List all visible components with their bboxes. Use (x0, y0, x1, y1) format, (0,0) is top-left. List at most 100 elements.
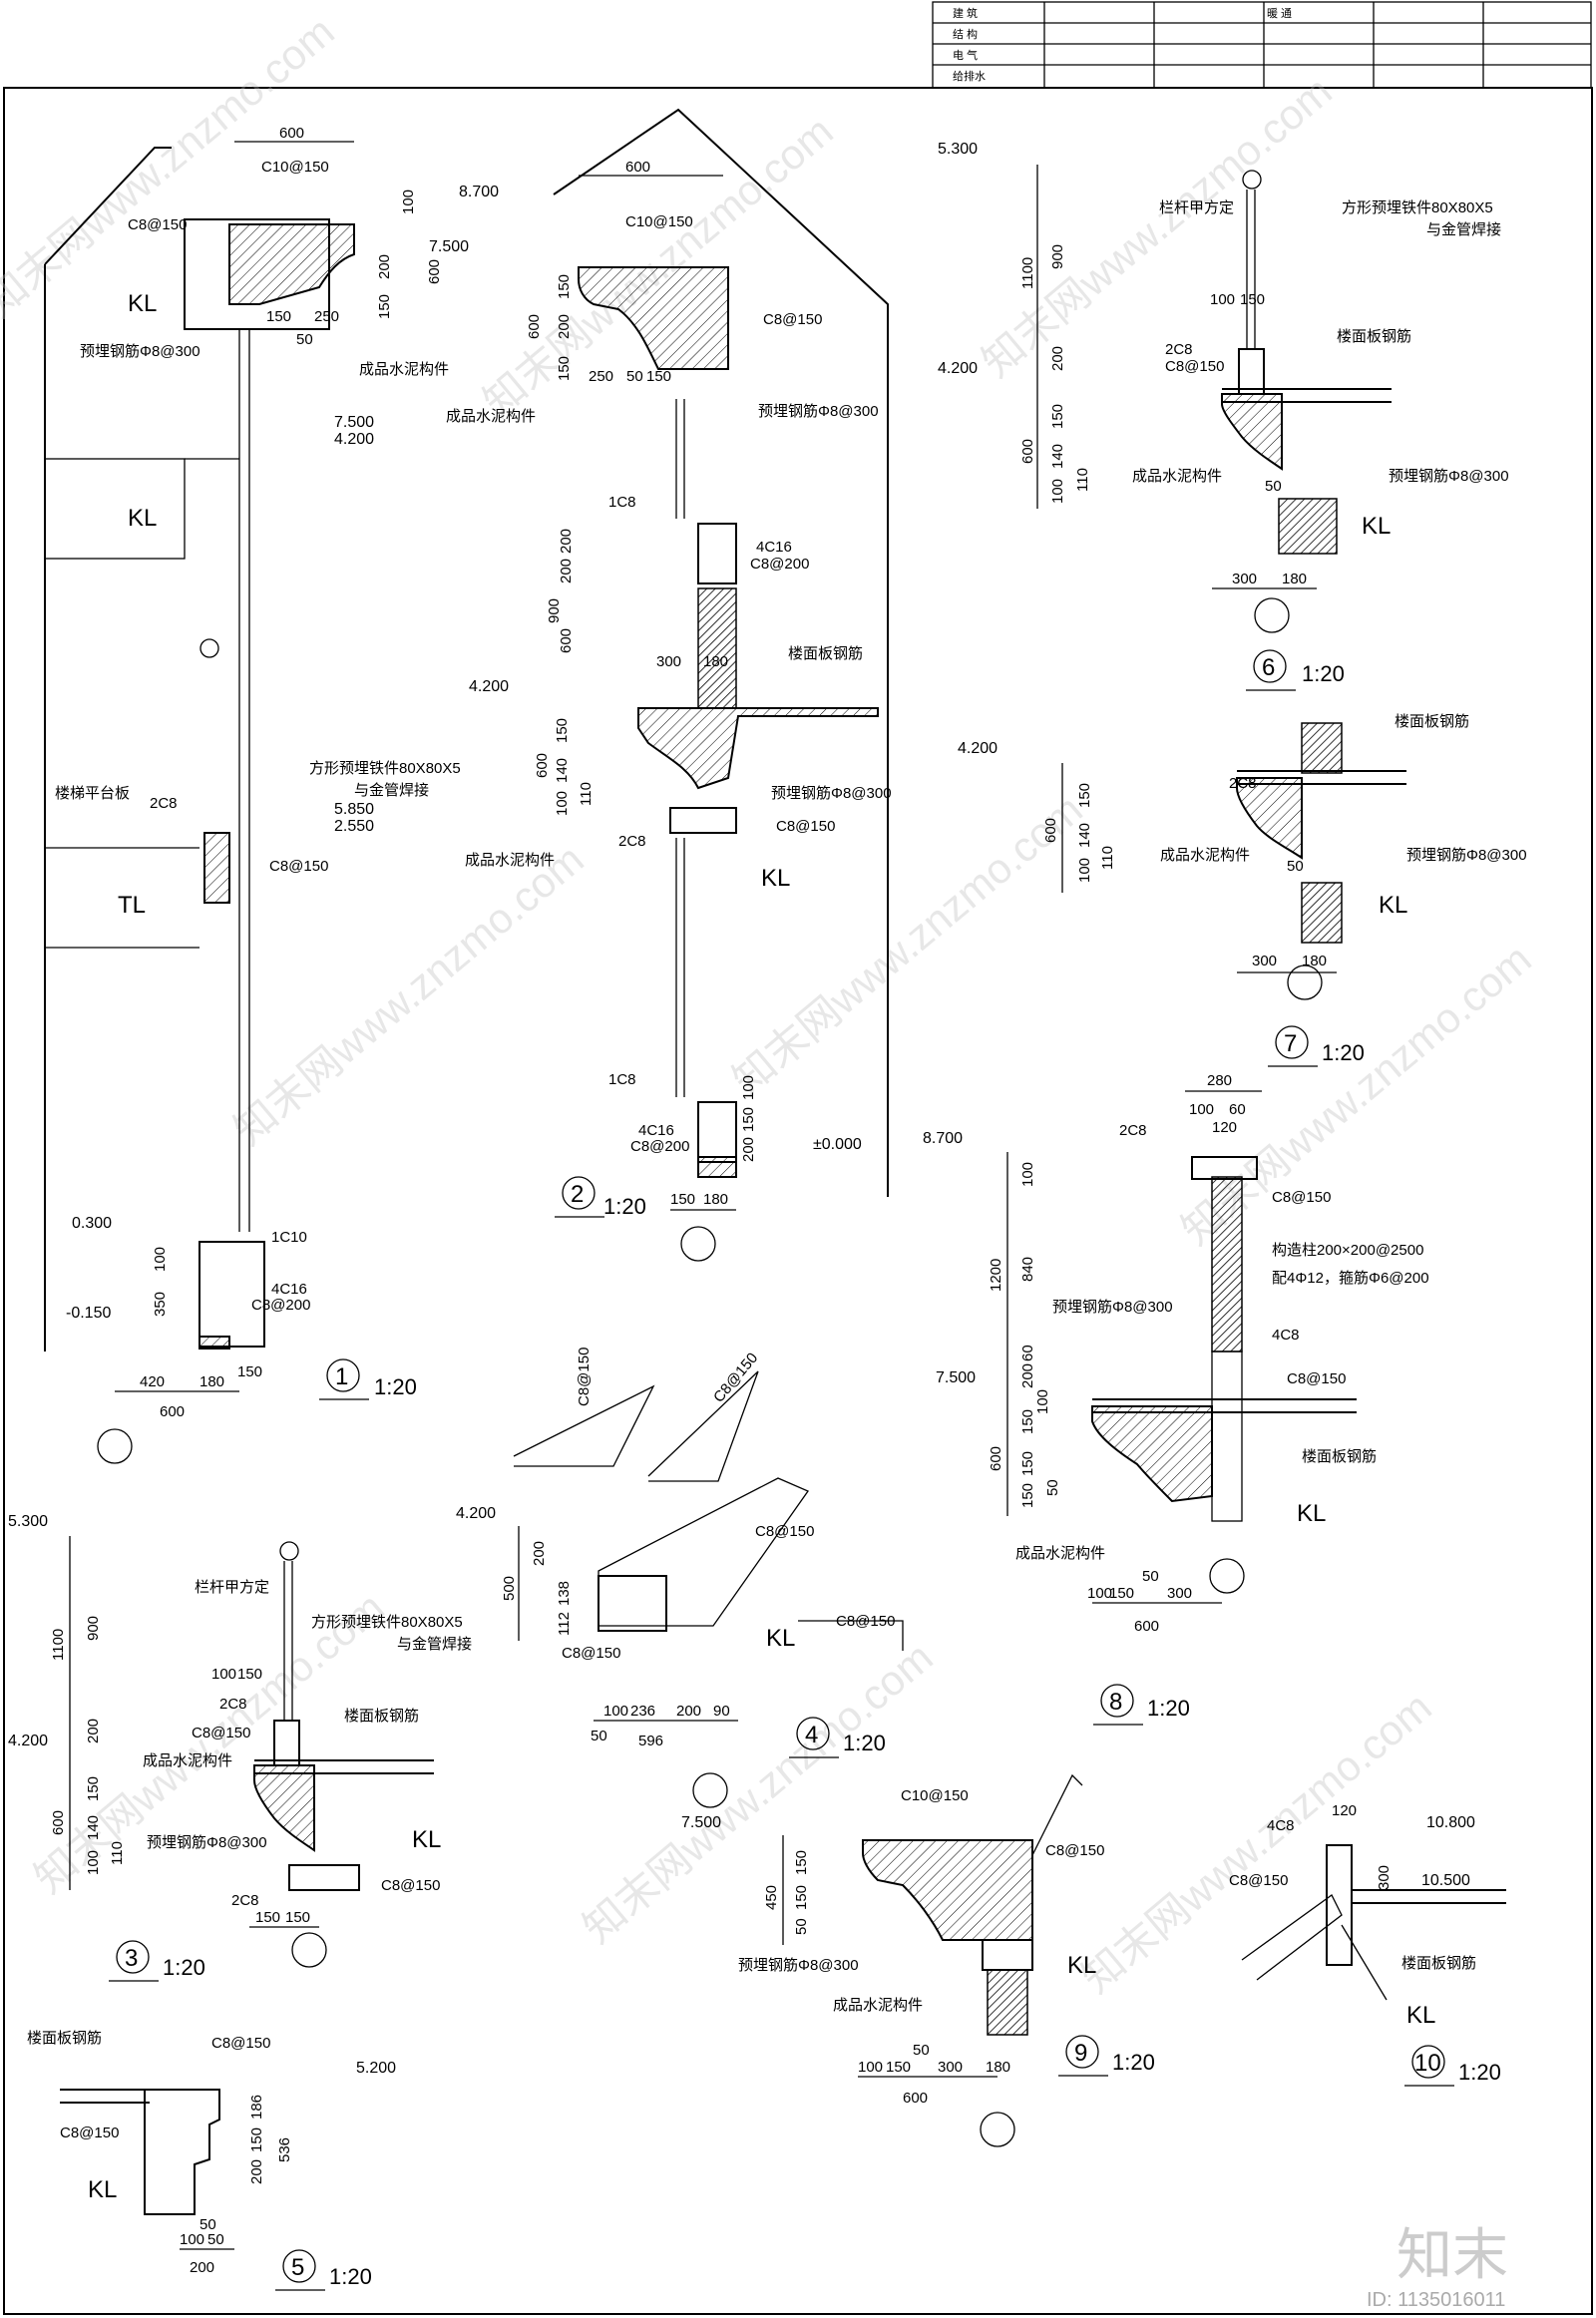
d5-dim: 536 (276, 2137, 293, 2162)
d2-label: 楼面板钢筋 (788, 644, 863, 662)
d4-dim: 50 (591, 1728, 607, 1744)
watermark-text: 知末网www.znzmo.com (575, 1633, 942, 1952)
d7-dim: 150 (1076, 783, 1093, 808)
detail-6-scale: 1:20 (1302, 661, 1345, 686)
d1-label: 4C16 (271, 1281, 307, 1298)
d9-dim: 100 (858, 2059, 883, 2076)
d3-dim: 1100 (50, 1629, 67, 1661)
d8-dim: 100 (1087, 1585, 1112, 1602)
d8-label: 构造柱200×200@2500 (1272, 1242, 1423, 1259)
d4-label: C8@150 (562, 1645, 620, 1662)
d5-label: KL (88, 2176, 117, 2203)
d1-label: C8@150 (269, 858, 328, 875)
d1-dim: 600 (160, 1403, 185, 1420)
d2-label: 1C8 (608, 494, 636, 511)
d8-label: 预埋钢筋Φ8@300 (1052, 1299, 1173, 1316)
detail-2: 2 1:20 C10@150 C8@150 成品水泥构件 预埋钢筋Φ8@300 … (446, 108, 892, 1262)
d3-dim: 100 (85, 1850, 102, 1875)
d1-label: KL (128, 290, 157, 317)
d4-dim: 138 (556, 1581, 573, 1606)
detail-3-number: 3 (125, 1945, 138, 1972)
d6-dim: 200 (1049, 346, 1066, 371)
d6-label: 楼面板钢筋 (1337, 327, 1411, 345)
d7-dim: 110 (1099, 846, 1116, 870)
d5-label: C8@150 (60, 2125, 119, 2141)
watermark-text: 知末网www.znzmo.com (225, 835, 593, 1154)
sheet-border (3, 87, 1593, 2315)
d8-dim: 280 (1207, 1072, 1232, 1089)
d2-label: 1C8 (608, 1071, 636, 1088)
d8-dim: 100 (1034, 1389, 1051, 1414)
d6-label: C8@150 (1165, 358, 1224, 375)
d7-dim: 300 (1252, 953, 1277, 969)
d4-label: C8@150 (836, 1613, 895, 1630)
d4-label: C8@150 (576, 1348, 593, 1406)
d4-label: KL (766, 1625, 795, 1652)
d2-dim: 180 (703, 653, 728, 670)
d4-dim: 100 (603, 1703, 628, 1720)
d2-dim: 150 (646, 368, 671, 385)
d3-dim: 200 (85, 1719, 102, 1743)
d2-label: C10@150 (625, 213, 693, 230)
d2-label: C8@150 (763, 311, 822, 328)
d1-dim: 150 (376, 294, 393, 319)
d1-level: 0.300 (72, 1215, 112, 1232)
d4-dim: 90 (713, 1703, 730, 1720)
d3-label: 预埋钢筋Φ8@300 (147, 1834, 267, 1851)
detail-2-scale: 1:20 (603, 1194, 646, 1219)
d2-label: 成品水泥构件 (446, 408, 536, 425)
d6-dim: 50 (1265, 478, 1282, 495)
d2-dim: 300 (656, 653, 681, 670)
d4-dim: 200 (676, 1703, 701, 1720)
d1-dim: 600 (279, 125, 304, 142)
d10-label: C8@150 (1229, 1872, 1288, 1889)
d2-dim: 200 (556, 314, 573, 339)
d6-label: 方形预埋铁件80X80X5 (1342, 199, 1493, 216)
d1-level: 5.850 (334, 801, 374, 818)
d5-dim: 150 (248, 2127, 265, 2152)
d3-label: 2C8 (219, 1696, 247, 1713)
detail-8: 8 1:20 2C8 C8@150 构造柱200×200@2500 配4Φ12，… (923, 1072, 1429, 1726)
d2-dim: 100 (740, 1075, 757, 1100)
d8-label: 楼面板钢筋 (1302, 1447, 1377, 1465)
watermark-text: 知末网www.znzmo.com (1073, 1683, 1440, 2002)
d2-dim: 100 (554, 791, 571, 816)
d3-dim: 150 (255, 1909, 280, 1926)
d1-level: 4.200 (334, 431, 374, 448)
d3-dim: 100 (211, 1666, 236, 1683)
d8-level: 7.500 (936, 1369, 976, 1386)
d3-dim: 900 (85, 1616, 102, 1641)
detail-9-number: 9 (1074, 2040, 1087, 2067)
d2-dim: 180 (703, 1191, 728, 1208)
d9-dim: 180 (986, 2059, 1010, 2076)
d9-dim: 450 (763, 1885, 780, 1910)
detail-3: 3 1:20 栏杆甲方定 方形预埋铁件80X80X5 与金管焊接 2C8 C8@… (8, 1513, 472, 1982)
d8-dim: 600 (1134, 1618, 1159, 1635)
d4-dim: 112 (556, 1612, 573, 1636)
d3-label: 栏杆甲方定 (195, 1579, 269, 1596)
detail-4-number: 4 (805, 1722, 818, 1748)
d9-label: 预埋钢筋Φ8@300 (738, 1957, 859, 1974)
d7-dim: 180 (1302, 953, 1327, 969)
d6-label: 与金管焊接 (1426, 221, 1501, 238)
d10-label: 楼面板钢筋 (1401, 1954, 1476, 1972)
d1-label: 成品水泥构件 (359, 361, 449, 378)
d7-label: 成品水泥构件 (1160, 847, 1250, 864)
d2-dim: 150 (556, 274, 573, 299)
detail-1: 1 1:20 C10@150 C8@150 KL 预埋钢筋Φ8@300 成品水泥… (44, 125, 499, 1464)
d3-dim: 150 (237, 1666, 262, 1683)
d10-level: 10.500 (1421, 1872, 1470, 1889)
d8-level: 8.700 (923, 1130, 963, 1147)
d5-dim: 186 (248, 2095, 265, 2120)
d8-dim: 100 (1189, 1101, 1214, 1118)
d1-label: TL (118, 892, 146, 919)
d7-dim: 600 (1042, 818, 1059, 843)
d6-dim: 140 (1049, 444, 1066, 469)
detail-1-marker (97, 1428, 133, 1464)
d9-dim: 600 (903, 2090, 928, 2107)
d6-dim: 150 (1240, 291, 1265, 308)
d8-label: C8@150 (1287, 1370, 1346, 1387)
d8-dim: 840 (1019, 1257, 1036, 1282)
d2-label: 4C16 (638, 1122, 674, 1139)
d7-label: KL (1379, 892, 1407, 919)
